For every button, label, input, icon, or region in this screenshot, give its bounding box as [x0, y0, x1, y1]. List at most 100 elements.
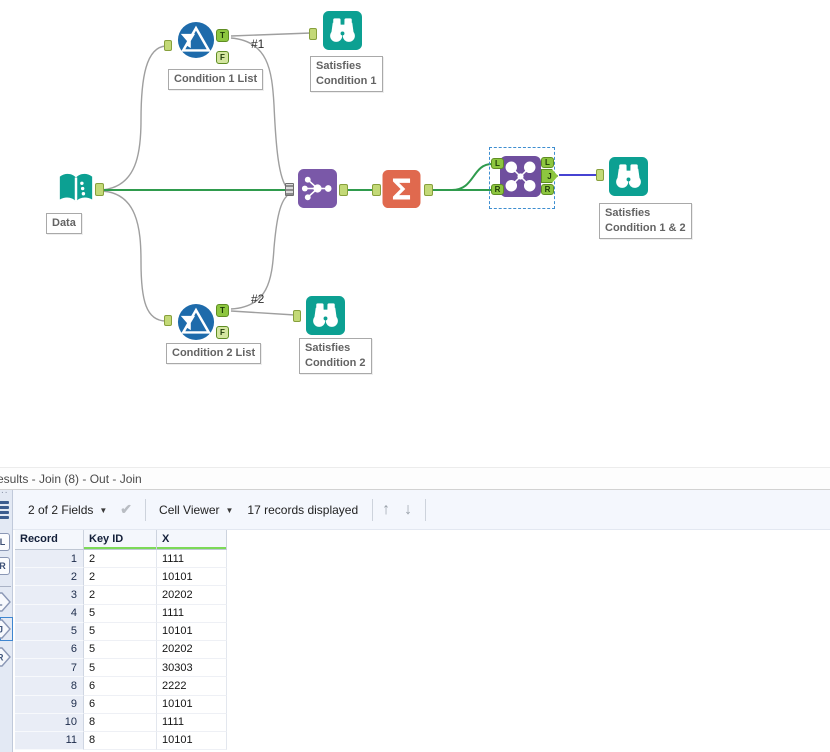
arrow-up-icon[interactable]: ↑	[382, 500, 391, 518]
join-join-output-anchor[interactable]: J	[541, 169, 558, 183]
grid-view-icon[interactable]	[0, 501, 9, 521]
data-cell[interactable]: 10101	[157, 568, 227, 587]
output-right-button[interactable]: R	[0, 647, 12, 667]
fields-dropdown[interactable]: 2 of 2 Fields	[28, 502, 94, 517]
record-cell[interactable]: 4	[15, 604, 84, 623]
browse2-tool[interactable]	[306, 296, 345, 335]
wire-filter1-to-union[interactable]	[230, 37, 288, 189]
wire-data-to-filter2[interactable]	[98, 190, 167, 322]
chevron-down-icon[interactable]: ▼	[99, 506, 108, 515]
column-header-x[interactable]: X	[157, 530, 227, 550]
wire-filter2-to-browse2[interactable]	[230, 310, 296, 316]
column-header-record[interactable]: Record	[15, 530, 84, 550]
join-tool[interactable]	[500, 156, 541, 197]
record-cell[interactable]: 6	[15, 640, 84, 660]
data-cell[interactable]: 6	[84, 677, 157, 696]
record-cell[interactable]: 9	[15, 695, 84, 714]
record-cell[interactable]: 3	[15, 586, 84, 605]
record-cell[interactable]: 1	[15, 550, 84, 569]
browse3-annotation-box[interactable]: Satisfies Condition 1 & 2	[599, 203, 692, 239]
record-cell[interactable]: 11	[15, 731, 84, 751]
data-cell[interactable]: 20202	[157, 586, 227, 605]
filter1-tool[interactable]	[177, 21, 215, 59]
output-join-button[interactable]: J	[0, 619, 12, 639]
data-cell[interactable]: 1111	[157, 604, 227, 623]
wire-summarize-to-join-l[interactable]	[451, 163, 493, 191]
summarize-output-anchor[interactable]	[424, 184, 433, 196]
arrow-down-icon[interactable]: ↓	[404, 500, 413, 518]
filter1-false-anchor[interactable]: F	[216, 51, 229, 64]
data-cell[interactable]: 5	[84, 604, 157, 623]
apply-checkmark-icon[interactable]: ✔	[120, 501, 133, 517]
data-cell[interactable]: 5	[84, 659, 157, 678]
text-input-tool[interactable]	[57, 170, 95, 208]
output-left-button[interactable]: L	[0, 592, 12, 612]
browse3-input-anchor[interactable]	[596, 169, 604, 181]
union-input-anchor[interactable]	[285, 183, 294, 196]
data-cell[interactable]: 8	[84, 731, 157, 751]
wire-filter2-to-union[interactable]	[230, 195, 288, 310]
browse2-input-anchor[interactable]	[293, 310, 301, 322]
data-cell[interactable]: 2	[84, 550, 157, 569]
input-right-button[interactable]: R	[0, 557, 10, 575]
browse2-annotation-box[interactable]: Satisfies Condition 2	[299, 338, 372, 374]
record-cell[interactable]: 7	[15, 659, 84, 678]
browse3-tool[interactable]	[609, 156, 648, 197]
data-cell[interactable]: 10101	[157, 731, 227, 751]
cell-viewer-dropdown[interactable]: Cell Viewer	[159, 502, 220, 517]
join-right-input-anchor[interactable]: R	[491, 184, 504, 195]
workflow-canvas[interactable]: Data T F Condition 1 List #1 Satisfies C…	[0, 0, 830, 467]
data-cell[interactable]: 1111	[157, 550, 227, 569]
filter2-annotation-box[interactable]: Condition 2 List	[166, 343, 262, 364]
browse1-input-anchor[interactable]	[309, 28, 317, 40]
data-cell[interactable]: 5	[84, 622, 157, 641]
data-cell[interactable]: 2	[84, 586, 157, 605]
anchor-letter: T	[220, 31, 225, 40]
record-cell[interactable]: 2	[15, 568, 84, 587]
data-cell[interactable]: 6	[84, 695, 157, 714]
data-annotation-box[interactable]: Data	[46, 213, 82, 234]
browse1-tool[interactable]	[323, 11, 362, 50]
chevron-down-icon[interactable]: ▼	[225, 506, 234, 515]
data-output-anchor[interactable]	[95, 183, 104, 196]
union-output-anchor[interactable]	[339, 184, 348, 196]
svg-text:J: J	[0, 625, 3, 635]
column-header-keyid[interactable]: Key ID	[84, 530, 157, 550]
data-cell[interactable]: 1111	[157, 713, 227, 732]
record-cell[interactable]: 5	[15, 622, 84, 641]
wire-data-to-filter1[interactable]	[98, 45, 167, 191]
data-cell[interactable]: 20202	[157, 640, 227, 660]
data-cell[interactable]: 10101	[157, 622, 227, 641]
filter1-annotation-box[interactable]: Condition 1 List	[168, 69, 264, 90]
filter2-tool[interactable]	[177, 303, 215, 341]
anchor-letter: J	[547, 171, 552, 181]
summarize-tool[interactable]	[381, 170, 422, 208]
filter1-input-anchor[interactable]	[164, 40, 172, 51]
input-left-button[interactable]: L	[0, 533, 10, 551]
join-left-input-anchor[interactable]: L	[491, 158, 504, 169]
anchor-letter: L	[495, 159, 500, 168]
record-cell[interactable]: 8	[15, 677, 84, 696]
wire1-annotation: #1	[251, 37, 265, 51]
wire-filter1-to-browse1[interactable]	[230, 32, 312, 37]
union-tool[interactable]	[297, 169, 338, 208]
data-cell[interactable]: 5	[84, 640, 157, 660]
join-right-output-anchor[interactable]: R	[541, 184, 554, 195]
record-cell[interactable]: 10	[15, 713, 84, 732]
data-cell[interactable]: 2	[84, 568, 157, 587]
svg-text:R: R	[0, 653, 4, 663]
filter2-input-anchor[interactable]	[164, 315, 172, 326]
filter2-true-anchor[interactable]: T	[216, 304, 229, 317]
browse1-annotation-box[interactable]: Satisfies Condition 1	[310, 56, 383, 92]
data-cell[interactable]: 8	[84, 713, 157, 732]
data-cell[interactable]: 30303	[157, 659, 227, 678]
filter2-false-anchor[interactable]: F	[216, 326, 229, 339]
summarize-input-anchor[interactable]	[372, 184, 381, 196]
data-cell[interactable]: 2222	[157, 677, 227, 696]
join-left-output-anchor[interactable]: L	[541, 157, 554, 168]
filter1-true-anchor[interactable]: T	[216, 29, 229, 42]
data-cell[interactable]: 10101	[157, 695, 227, 714]
